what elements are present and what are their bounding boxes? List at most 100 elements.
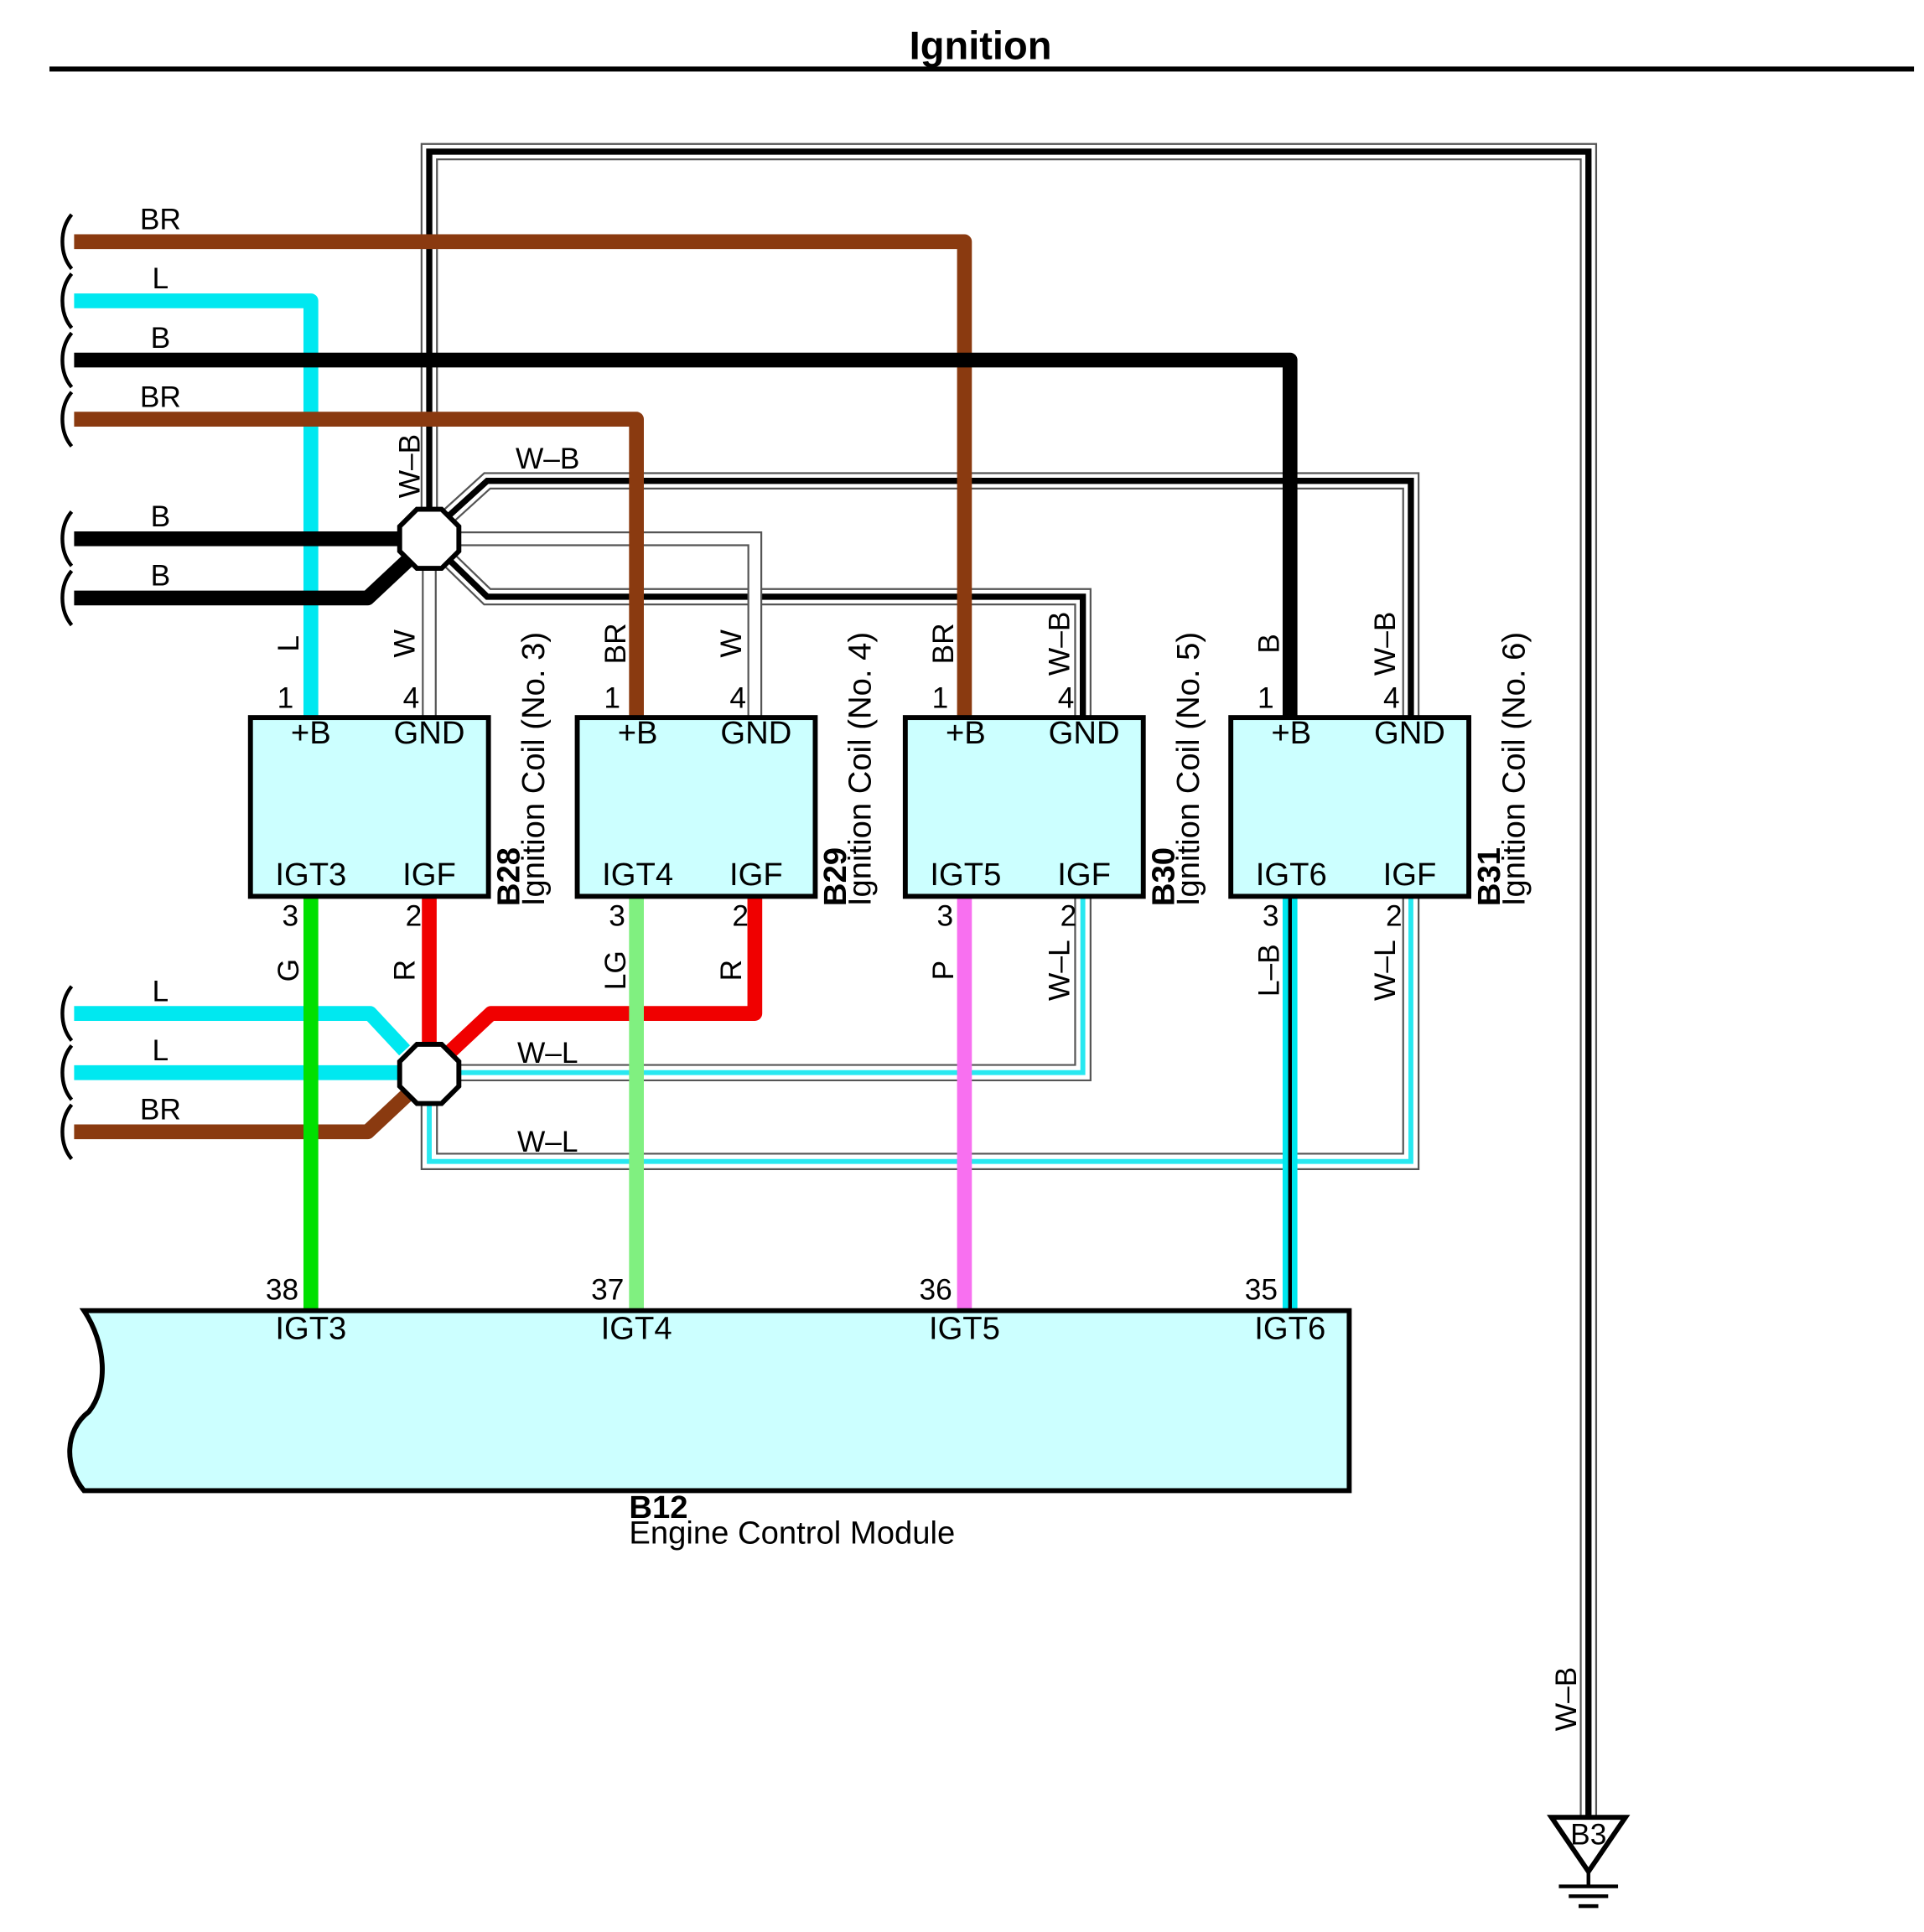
left-wire-label: L <box>153 1034 169 1067</box>
coil-pin-tr: 4 <box>1383 681 1400 714</box>
ecm-terminal-label: IGT6 <box>1254 1310 1325 1346</box>
coil-wire-label-br: W–L <box>1369 940 1402 1001</box>
coil-terminal-tl: +B <box>618 715 658 751</box>
coil-wire-label-bl: LG <box>599 950 632 990</box>
left-wire-label: L <box>153 262 169 295</box>
left-wire-label: B <box>151 322 171 355</box>
wire-wb-ground <box>420 142 1598 1823</box>
left-wire-label: B <box>151 500 171 533</box>
coil-wire-label-tr: W <box>715 629 748 658</box>
coil-pin-bl: 3 <box>937 900 954 933</box>
ecm-id: B12 <box>629 1489 687 1525</box>
coil-terminal-tr: GND <box>394 715 465 751</box>
ecm-pin: 37 <box>591 1273 624 1306</box>
coil-terminal-tl: +B <box>291 715 331 751</box>
coil-wire-label-tr: W–B <box>1043 612 1076 676</box>
coil-wire-label-tr: W–B <box>1369 612 1402 676</box>
coil-name: Ignition Coil (No. 3) <box>516 632 552 906</box>
coil-id: B29 <box>817 847 853 906</box>
coil-pin-tr: 4 <box>729 681 746 714</box>
coil-wire-label-tl: BR <box>927 623 960 664</box>
ecm-terminal-label: IGT5 <box>929 1310 1000 1346</box>
harness-break-mark <box>60 213 74 271</box>
left-wire-label: B <box>151 560 171 593</box>
wire-wb-branch <box>440 472 1420 718</box>
coil-pin-br: 2 <box>1061 900 1077 933</box>
left-wire-label: BR <box>140 204 181 236</box>
left-wire-label: L <box>153 975 169 1007</box>
coil-wire-label-bl: P <box>927 961 960 981</box>
harness-break-mark <box>60 510 74 567</box>
coil-name: Ignition Coil (No. 6) <box>1496 632 1532 906</box>
splice-label-upper-vertical: W–B <box>393 434 426 499</box>
left-wire-label: BR <box>140 381 181 413</box>
harness-break-mark <box>60 1103 74 1161</box>
coil-id: B30 <box>1146 847 1182 906</box>
coil-terminal-br: IGF <box>1383 857 1437 893</box>
coil-wire-label-tl: L <box>272 635 305 652</box>
coil-pin-tl: 1 <box>277 681 294 714</box>
harness-break-mark <box>60 985 74 1042</box>
wire-w <box>422 531 763 718</box>
coil-terminal-bl: IGT4 <box>602 857 673 893</box>
coil-wire-label-bl: L–B <box>1253 944 1286 997</box>
coil-terminal-tl: +B <box>946 715 986 751</box>
ecm-terminal-label: IGT3 <box>275 1310 346 1346</box>
coil-id: B28 <box>490 847 526 906</box>
wire-thick <box>74 234 1298 1311</box>
splice-upper <box>397 506 462 572</box>
ecm-pin: 35 <box>1245 1273 1278 1306</box>
coil-pin-bl: 3 <box>609 900 625 933</box>
coil-terminal-tr: GND <box>720 715 791 751</box>
coil-pin-br: 2 <box>732 900 749 933</box>
coil-pin-tl: 1 <box>932 681 949 714</box>
coil-terminal-tr: GND <box>1049 715 1120 751</box>
coil-body <box>247 715 491 899</box>
coil-wire-label-br: W–L <box>1043 940 1076 1001</box>
splice-lower <box>397 1041 462 1106</box>
coil-name: Ignition Coil (No. 5) <box>1170 632 1206 906</box>
coil-wire-label-tl: B <box>1253 634 1286 654</box>
ecm-name: Engine Control Module <box>629 1515 955 1551</box>
ecm-pin: 38 <box>266 1273 298 1306</box>
ground-id: B3 <box>1570 1819 1606 1852</box>
coil-terminal-bl: IGT5 <box>930 857 1001 893</box>
coil-pin-tr: 4 <box>1058 681 1075 714</box>
coil-pin-br: 2 <box>1386 900 1403 933</box>
splice-label-lower-bottom: W–L <box>517 1126 578 1158</box>
left-wire-label: BR <box>140 1094 181 1127</box>
coil-pin-bl: 3 <box>282 900 298 933</box>
coil-wire-label-bl: G <box>272 959 305 982</box>
coil-pin-bl: 3 <box>1263 900 1279 933</box>
harness-breaks <box>60 213 74 1161</box>
coil-id: B31 <box>1471 847 1507 906</box>
harness-break-mark <box>60 331 74 389</box>
coil-terminal-br: IGF <box>402 857 456 893</box>
coil-wire-label-tl: BR <box>599 623 632 664</box>
coil-wire-label-br: R <box>388 960 421 982</box>
harness-break-mark <box>60 1044 74 1101</box>
coil-pin-tl: 1 <box>604 681 620 714</box>
ecm-component: B12 Engine Control Module <box>67 1308 1352 1551</box>
coil-pin-tr: 4 <box>403 681 420 714</box>
splice-label-lower-branch: W–L <box>517 1037 578 1070</box>
coil-wire-label-br: R <box>715 960 748 982</box>
ecm-pin: 36 <box>919 1273 952 1306</box>
coil-wire-label-tr: W <box>388 629 421 658</box>
diagram-title: Ignition <box>910 23 1052 68</box>
coil-name: Ignition Coil (No. 4) <box>843 632 879 906</box>
splice-label-upper-branch: W–B <box>516 443 580 475</box>
coil-terminal-bl: IGT3 <box>275 857 346 893</box>
coil-terminal-tl: +B <box>1271 715 1311 751</box>
wire-wl <box>420 896 1420 1170</box>
coil-terminal-br: IGF <box>729 857 783 893</box>
coil-body <box>902 715 1146 899</box>
